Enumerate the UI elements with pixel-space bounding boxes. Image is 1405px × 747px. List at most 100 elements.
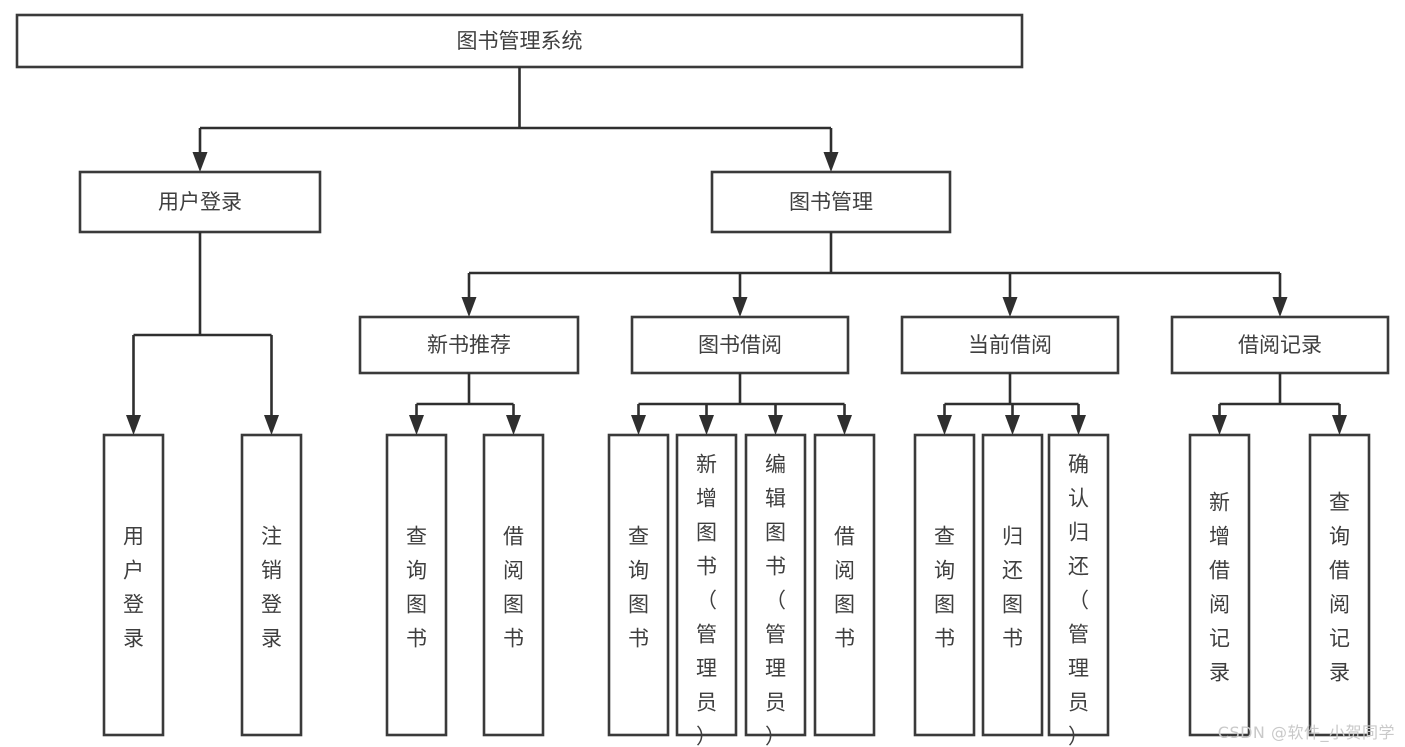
svg-text:）: ） bbox=[1068, 725, 1089, 747]
svg-text:员: 员 bbox=[696, 691, 717, 715]
node-box-leaf-borrow-book-2[interactable] bbox=[813, 433, 876, 737]
node-box-borrow-record[interactable] bbox=[1170, 315, 1390, 375]
svg-text:增: 增 bbox=[696, 487, 717, 511]
svg-text:查: 查 bbox=[1329, 491, 1350, 515]
svg-text:图: 图 bbox=[628, 593, 649, 617]
node-box-leaf-borrow-book-1[interactable] bbox=[482, 433, 545, 737]
svg-text:（: （ bbox=[696, 589, 717, 613]
svg-text:借: 借 bbox=[503, 525, 524, 549]
book-borrow-to-leaf-2-arrowhead bbox=[768, 415, 783, 435]
svg-text:查: 查 bbox=[406, 525, 427, 549]
book-borrow-to-leaf-0-arrowhead bbox=[631, 415, 646, 435]
node-label-user-login: 用户登录 bbox=[158, 190, 242, 214]
level2-to-level3-2-arrowhead bbox=[1002, 297, 1018, 317]
user-login-to-leaf-0-arrowhead bbox=[126, 415, 141, 435]
svg-text:查: 查 bbox=[934, 525, 955, 549]
svg-text:辑: 辑 bbox=[765, 487, 786, 511]
svg-text:书: 书 bbox=[765, 555, 786, 579]
node-box-leaf-query-book-1[interactable] bbox=[385, 433, 448, 737]
svg-text:（: （ bbox=[765, 589, 786, 613]
svg-text:图: 图 bbox=[834, 593, 855, 617]
svg-text:管: 管 bbox=[696, 623, 717, 647]
node-box-leaf-add-record[interactable] bbox=[1188, 433, 1251, 737]
svg-text:借: 借 bbox=[834, 525, 855, 549]
node-box-book-management[interactable] bbox=[710, 170, 952, 234]
svg-text:书: 书 bbox=[696, 555, 717, 579]
svg-text:理: 理 bbox=[696, 657, 717, 681]
node-box-leaf-confirm-return[interactable] bbox=[1047, 433, 1110, 737]
svg-text:图: 图 bbox=[1002, 593, 1023, 617]
svg-text:确: 确 bbox=[1068, 453, 1089, 477]
svg-text:（: （ bbox=[1068, 589, 1089, 613]
current-borrow-to-leaf-1-arrowhead bbox=[1005, 415, 1020, 435]
root-to-level2-1-arrowhead bbox=[823, 152, 839, 172]
current-borrow-to-leaf-0-arrowhead bbox=[937, 415, 952, 435]
svg-text:图: 图 bbox=[696, 521, 717, 545]
node-box-leaf-edit-book[interactable] bbox=[744, 433, 807, 737]
svg-text:书: 书 bbox=[1002, 627, 1023, 651]
node-label-new-book-recommend: 新书推荐 bbox=[427, 333, 511, 357]
svg-text:新: 新 bbox=[1209, 491, 1230, 515]
level2-to-level3-3-arrowhead bbox=[1272, 297, 1288, 317]
node-box-current-borrow[interactable] bbox=[900, 315, 1120, 375]
svg-text:新: 新 bbox=[696, 453, 717, 477]
node-box-new-book-recommend[interactable] bbox=[358, 315, 580, 375]
root-to-level2-0-arrowhead bbox=[192, 152, 208, 172]
borrow-record-to-leaf-1-arrowhead bbox=[1332, 415, 1347, 435]
svg-text:记: 记 bbox=[1329, 627, 1350, 651]
svg-text:管: 管 bbox=[765, 623, 786, 647]
svg-text:书: 书 bbox=[834, 627, 855, 651]
svg-text:询: 询 bbox=[934, 559, 955, 583]
svg-text:阅: 阅 bbox=[834, 559, 855, 583]
node-label-borrow-record: 借阅记录 bbox=[1238, 333, 1322, 357]
svg-text:销: 销 bbox=[261, 559, 282, 583]
svg-text:认: 认 bbox=[1068, 487, 1089, 511]
svg-text:书: 书 bbox=[934, 627, 955, 651]
svg-text:记: 记 bbox=[1209, 627, 1230, 651]
node-box-leaf-logout-login[interactable] bbox=[240, 433, 303, 737]
svg-text:登: 登 bbox=[261, 593, 282, 617]
svg-text:图: 图 bbox=[503, 593, 524, 617]
svg-text:理: 理 bbox=[1068, 657, 1089, 681]
node-box-leaf-query-book-3[interactable] bbox=[913, 433, 976, 737]
node-box-leaf-user-login[interactable] bbox=[102, 433, 165, 737]
svg-text:户: 户 bbox=[123, 559, 144, 583]
svg-text:书: 书 bbox=[503, 627, 524, 651]
svg-text:阅: 阅 bbox=[1209, 593, 1230, 617]
svg-text:注: 注 bbox=[261, 525, 282, 549]
node-box-leaf-return-book[interactable] bbox=[981, 433, 1044, 737]
node-box-book-borrow[interactable] bbox=[630, 315, 850, 375]
svg-text:借: 借 bbox=[1329, 559, 1350, 583]
node-box-root[interactable] bbox=[15, 13, 1024, 69]
node-box-leaf-query-book-2[interactable] bbox=[607, 433, 670, 737]
svg-text:询: 询 bbox=[628, 559, 649, 583]
node-box-leaf-add-book[interactable] bbox=[675, 433, 738, 737]
svg-text:理: 理 bbox=[765, 657, 786, 681]
svg-text:登: 登 bbox=[123, 593, 144, 617]
svg-text:录: 录 bbox=[1209, 661, 1230, 685]
svg-text:书: 书 bbox=[406, 627, 427, 651]
svg-text:用: 用 bbox=[123, 525, 144, 549]
svg-text:归: 归 bbox=[1002, 525, 1023, 549]
svg-text:图: 图 bbox=[406, 593, 427, 617]
svg-text:归: 归 bbox=[1068, 521, 1089, 545]
node-label-root: 图书管理系统 bbox=[457, 29, 583, 53]
level2-to-level3-1-arrowhead bbox=[732, 297, 748, 317]
svg-text:录: 录 bbox=[1329, 661, 1350, 685]
svg-text:管: 管 bbox=[1068, 623, 1089, 647]
svg-text:录: 录 bbox=[123, 627, 144, 651]
svg-text:询: 询 bbox=[1329, 525, 1350, 549]
svg-text:员: 员 bbox=[765, 691, 786, 715]
svg-text:员: 员 bbox=[1068, 691, 1089, 715]
borrow-record-to-leaf-0-arrowhead bbox=[1212, 415, 1227, 435]
svg-text:图: 图 bbox=[765, 521, 786, 545]
node-box-leaf-query-record[interactable] bbox=[1308, 433, 1371, 737]
node-label-book-borrow: 图书借阅 bbox=[698, 333, 782, 357]
